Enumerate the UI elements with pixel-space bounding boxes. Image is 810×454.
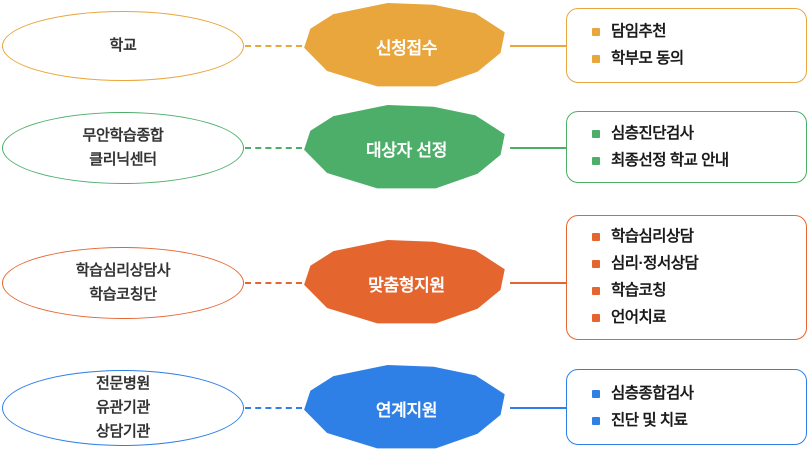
dashed-connector	[245, 282, 302, 284]
detail-item-label: 최종선정 학교 안내	[611, 151, 729, 169]
detail-box: 학습심리상담 심리·정서상담 학습코칭 언어치료	[566, 215, 807, 340]
source-label: 학교	[109, 37, 137, 54]
detail-item-label: 학부모 동의	[611, 50, 684, 67]
dashed-connector	[245, 147, 302, 149]
bullet-square-icon	[592, 129, 600, 138]
detail-box: 담임추천 학부모 동의	[566, 8, 807, 83]
detail-box: 심층종합검사 진단 및 치료	[566, 369, 807, 445]
bullet-square-icon	[592, 314, 600, 322]
stage-label: 대상자 선정	[365, 140, 448, 160]
detail-item-label: 심층진단검사	[611, 124, 694, 142]
solid-connector	[510, 282, 567, 284]
detail-item-label: 학습심리상담	[611, 228, 694, 245]
bullet-square-icon	[592, 260, 600, 268]
detail-box: 심층진단검사 최종선정 학교 안내	[566, 111, 807, 183]
dashed-connector	[245, 45, 302, 47]
stage-label: 신청접수	[375, 38, 438, 58]
stage-label: 맞춤형지원	[368, 275, 445, 295]
bullet-square-icon	[592, 416, 600, 425]
stage-polygon: 대상자 선정	[304, 105, 505, 189]
bullet-square-icon	[592, 156, 600, 165]
detail-item-label: 진단 및 치료	[611, 411, 688, 429]
solid-connector	[510, 45, 567, 47]
source-label: 전문병원 유관기관 상담기관	[95, 375, 150, 440]
bullet-square-icon	[592, 55, 600, 63]
stage-label: 연계지원	[375, 400, 438, 420]
bullet-square-icon	[592, 389, 600, 398]
detail-item-label: 언어치료	[611, 309, 667, 326]
detail-item-label: 심리·정서상담	[611, 255, 699, 272]
source-label: 무안학습종합 클리닉센터	[82, 127, 164, 168]
source-ellipse: 전문병원 유관기관 상담기관	[2, 370, 244, 446]
detail-item: 언어치료	[592, 309, 796, 327]
stage-polygon: 맞춤형지원	[304, 240, 505, 324]
solid-connector	[510, 407, 567, 409]
source-ellipse: 학교	[2, 11, 244, 81]
detail-item: 진단 및 치료	[592, 412, 796, 430]
bullet-square-icon	[592, 28, 600, 36]
detail-item: 담임추천	[592, 23, 796, 41]
detail-item: 심층종합검사	[592, 385, 796, 403]
detail-item-label: 심층종합검사	[611, 384, 694, 402]
stage-polygon: 신청접수	[304, 3, 505, 87]
stage-polygon: 연계지원	[304, 365, 505, 449]
dashed-connector	[245, 407, 302, 409]
detail-item: 최종선정 학교 안내	[592, 152, 796, 170]
solid-connector	[510, 147, 567, 149]
source-ellipse: 무안학습종합 클리닉센터	[2, 112, 244, 184]
detail-item: 심층진단검사	[592, 125, 796, 143]
detail-item-label: 학습코칭	[611, 282, 667, 299]
detail-item-label: 담임추천	[611, 23, 667, 40]
detail-item: 학습심리상담	[592, 228, 796, 246]
detail-item: 학부모 동의	[592, 50, 796, 68]
bullet-square-icon	[592, 233, 600, 241]
bullet-square-icon	[592, 287, 600, 295]
detail-item: 심리·정서상담	[592, 255, 796, 273]
detail-item: 학습코칭	[592, 282, 796, 300]
source-ellipse: 학습심리상담사 학습코칭단	[2, 247, 244, 319]
source-label: 학습심리상담사 학습코칭단	[75, 262, 171, 303]
